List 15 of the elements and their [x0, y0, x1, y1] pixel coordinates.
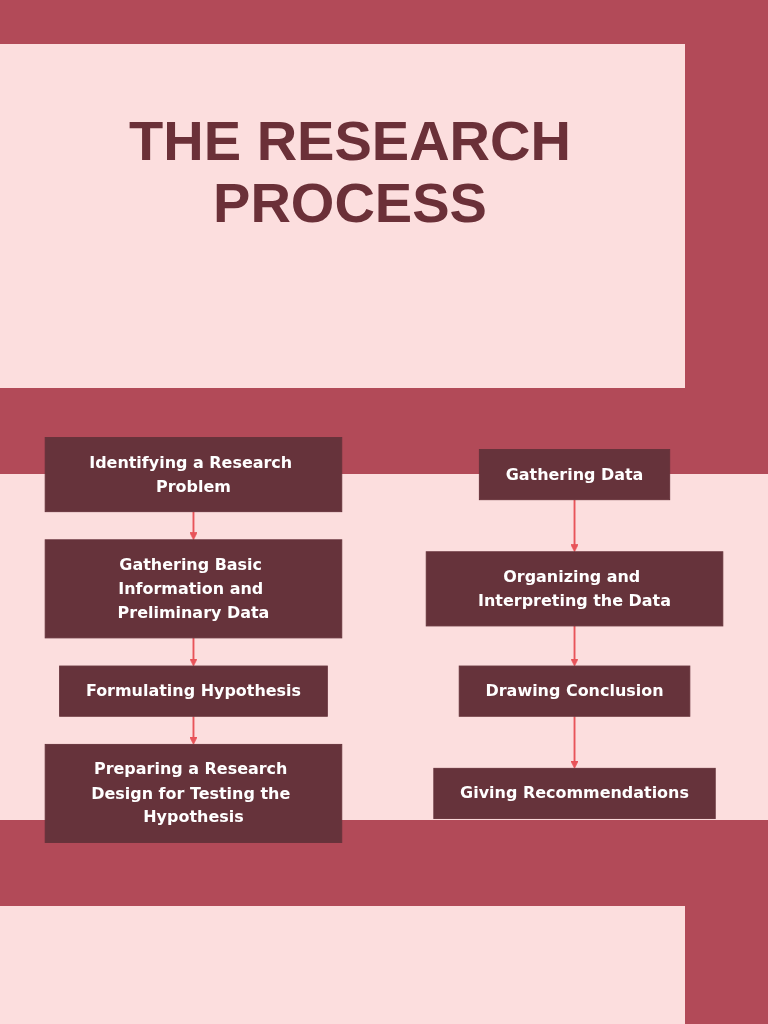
node-box: Gathering Data [478, 449, 671, 501]
arrow [189, 636, 198, 667]
arrow [189, 715, 198, 745]
node-box: Gathering Basic Information and Preliminary Data [44, 539, 343, 639]
node-box: Organizing and Interpreting the Data [425, 551, 724, 627]
node-box: Formulating Hypothesis [59, 665, 328, 717]
arrow [570, 498, 579, 553]
title: THE RESEARCH PROCESS [128, 110, 572, 234]
arrow [189, 510, 198, 541]
node-box: Drawing Conclusion [458, 665, 691, 717]
arrow [570, 715, 579, 769]
node-box: Giving Recommendations [433, 767, 716, 820]
node-box: Identifying a Research Problem [44, 437, 343, 513]
node-box: Preparing a Research Design for Testing the Hypothesis [44, 743, 343, 843]
arrow [570, 624, 579, 667]
